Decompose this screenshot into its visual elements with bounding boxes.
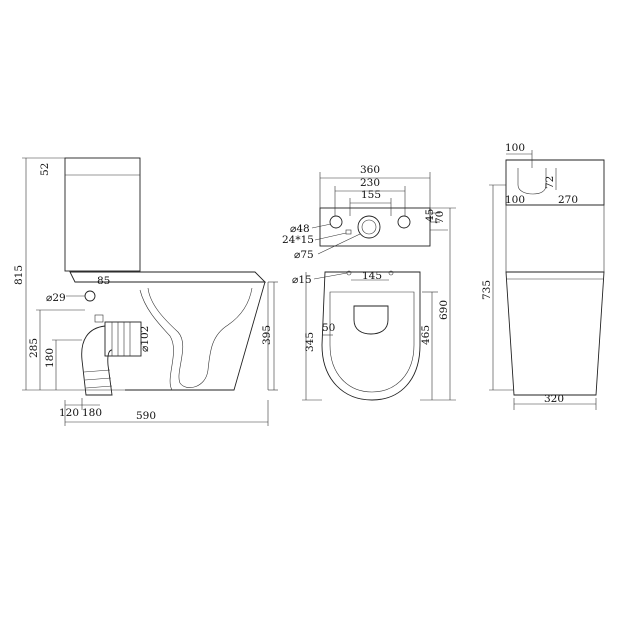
dim-815: 815 [13, 265, 25, 285]
dim-180-horizontal: 180 [82, 407, 102, 419]
front-tank-detail [517, 168, 547, 195]
dim-24x15: 24*15 [282, 234, 314, 246]
dim-155: 155 [361, 189, 381, 201]
dim-dia29: ⌀29 [46, 292, 66, 304]
dim-145: 145 [362, 270, 382, 282]
dim-230: 230 [360, 177, 380, 189]
dim-320: 320 [544, 393, 564, 405]
top-hole-right [397, 215, 411, 229]
dim-270: 270 [558, 194, 578, 206]
top-seat-inner [329, 291, 415, 393]
side-cistern [64, 157, 141, 272]
top-view: 360 230 155 ⌀48 24*15 ⌀75 45 70 ⌀15 145 … [282, 164, 456, 401]
front-view: 100 72 100 270 735 320 [481, 142, 605, 410]
dim-285: 285 [28, 338, 40, 358]
side-elbow [81, 325, 113, 396]
side-view: 815 52 285 180 ⌀29 85 ⌀102 395 590 120 1… [13, 157, 278, 426]
dim-180-vertical: 180 [44, 348, 56, 368]
dim-395: 395 [261, 325, 273, 345]
top-flush-button [357, 215, 381, 239]
side-trap [147, 287, 253, 388]
dim-52: 52 [39, 163, 51, 176]
dim-dia48: ⌀48 [290, 223, 310, 235]
dim-345: 345 [304, 332, 316, 352]
top-tank [319, 207, 431, 247]
dim-70: 70 [434, 211, 446, 224]
dim-dia15: ⌀15 [292, 274, 312, 286]
dim-50: 50 [322, 322, 335, 334]
dim-45: 45 [424, 209, 436, 222]
dim-690: 690 [438, 300, 450, 320]
dim-100-top: 100 [505, 142, 525, 154]
dim-465: 465 [420, 325, 432, 345]
dim-120: 120 [59, 407, 79, 419]
front-body [505, 271, 605, 396]
side-bowl-outline [75, 281, 266, 391]
top-seat-lid-cutout [353, 305, 389, 335]
dim-85: 85 [97, 275, 110, 287]
top-hole-left [329, 215, 343, 229]
side-outlet-pipe [104, 321, 142, 357]
dim-dia75: ⌀75 [294, 249, 314, 261]
dim-dia102: ⌀102 [139, 326, 151, 352]
dim-360: 360 [360, 164, 380, 176]
dim-100: 100 [505, 194, 525, 206]
dim-590: 590 [136, 410, 156, 422]
dim-72: 72 [544, 176, 556, 189]
dim-735: 735 [481, 280, 493, 300]
side-inlet-hole [84, 290, 96, 302]
top-seat-outer [321, 271, 421, 401]
